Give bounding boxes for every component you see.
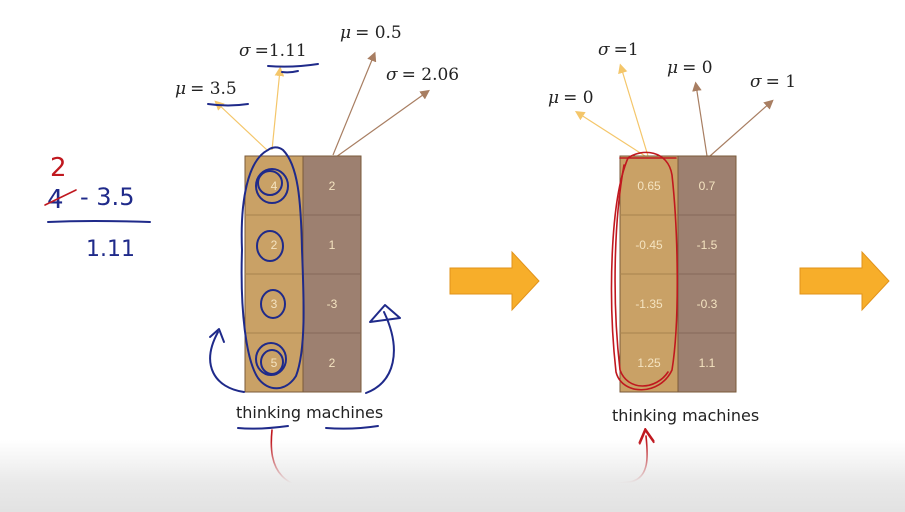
right-arrow-mu-1 bbox=[574, 111, 646, 157]
left-cell-b0: 2 bbox=[329, 179, 336, 193]
left-stat-0: μ= 3.5 bbox=[175, 79, 237, 99]
right-cell-a0: 0.65 bbox=[637, 179, 661, 193]
svg-text:μ= 0: μ= 0 bbox=[667, 58, 713, 78]
right-cell-a1: -0.45 bbox=[635, 238, 663, 252]
left-cell-a1: 2 bbox=[271, 238, 278, 252]
right-cell-a2: -1.35 bbox=[635, 297, 663, 311]
left-stat-2: μ= 0.5 bbox=[340, 23, 402, 43]
right-stat-1: σ=1 bbox=[598, 40, 639, 60]
left-cell-a2: 3 bbox=[271, 297, 278, 311]
right-arrow-sigma-1 bbox=[618, 63, 649, 157]
svg-text:σ= 2.06: σ= 2.06 bbox=[386, 65, 459, 85]
hand-numerator-top: 2 bbox=[50, 153, 67, 183]
big-arrow-right-2 bbox=[799, 250, 890, 312]
right-stat-0: μ= 0 bbox=[548, 88, 594, 108]
left-group: μ= 3.5 σ=1.11 μ= 0.5 σ= 2.06 4 2 3 5 2 bbox=[175, 23, 459, 422]
left-stat-1: σ=1.11 bbox=[239, 41, 307, 61]
left-arrow-sigma-2 bbox=[335, 89, 430, 158]
svg-text:μ= 0.5: μ= 0.5 bbox=[340, 23, 402, 43]
left-column-a: 4 2 3 5 bbox=[244, 155, 304, 393]
right-cell-b0: 0.7 bbox=[699, 179, 716, 193]
right-cell-b2: -0.3 bbox=[697, 297, 718, 311]
blue-annotations: 2 4 - 3.5 1.11 bbox=[44, 63, 401, 430]
left-stat-3: σ= 2.06 bbox=[386, 65, 459, 85]
right-column-a: 0.65 -0.45 -1.35 1.25 bbox=[619, 155, 679, 393]
left-cell-b2: -3 bbox=[327, 297, 338, 311]
left-arrow-mu-2 bbox=[332, 51, 377, 156]
left-arrow-sigma-1 bbox=[271, 66, 285, 151]
left-caption: thinking machines bbox=[236, 403, 383, 422]
right-group: μ= 0 σ=1 μ= 0 σ= 1 0.65 -0.45 -1.35 1.25… bbox=[548, 40, 796, 425]
bottom-fade bbox=[0, 440, 905, 512]
big-arrow-right-1 bbox=[449, 250, 540, 312]
left-cell-b1: 1 bbox=[329, 238, 336, 252]
svg-text:μ= 0: μ= 0 bbox=[548, 88, 594, 108]
right-cell-b1: -1.5 bbox=[697, 238, 718, 252]
right-cell-b3: 1.1 bbox=[699, 356, 716, 370]
left-arrow-mu-1 bbox=[214, 100, 268, 151]
right-cell-a3: 1.25 bbox=[637, 356, 661, 370]
hand-denominator: 1.11 bbox=[86, 237, 135, 262]
left-cell-a0: 4 bbox=[271, 179, 278, 193]
left-cell-a3: 5 bbox=[271, 356, 278, 370]
right-column-b: 0.7 -1.5 -0.3 1.1 bbox=[677, 155, 737, 393]
right-arrow-mu-2 bbox=[692, 81, 708, 157]
left-cell-b3: 2 bbox=[329, 356, 336, 370]
right-arrow-sigma-2 bbox=[709, 99, 774, 157]
svg-text:σ= 1: σ= 1 bbox=[750, 72, 796, 92]
svg-text:μ= 3.5: μ= 3.5 bbox=[175, 79, 237, 99]
hand-numerator-rest: - 3.5 bbox=[80, 183, 134, 211]
svg-text:σ=1: σ=1 bbox=[598, 40, 639, 60]
left-column-b: 2 1 -3 2 bbox=[302, 155, 362, 393]
right-stat-2: μ= 0 bbox=[667, 58, 713, 78]
right-caption: thinking machines bbox=[612, 406, 759, 425]
svg-text:σ=1.11: σ=1.11 bbox=[239, 41, 307, 61]
right-stat-3: σ= 1 bbox=[750, 72, 796, 92]
